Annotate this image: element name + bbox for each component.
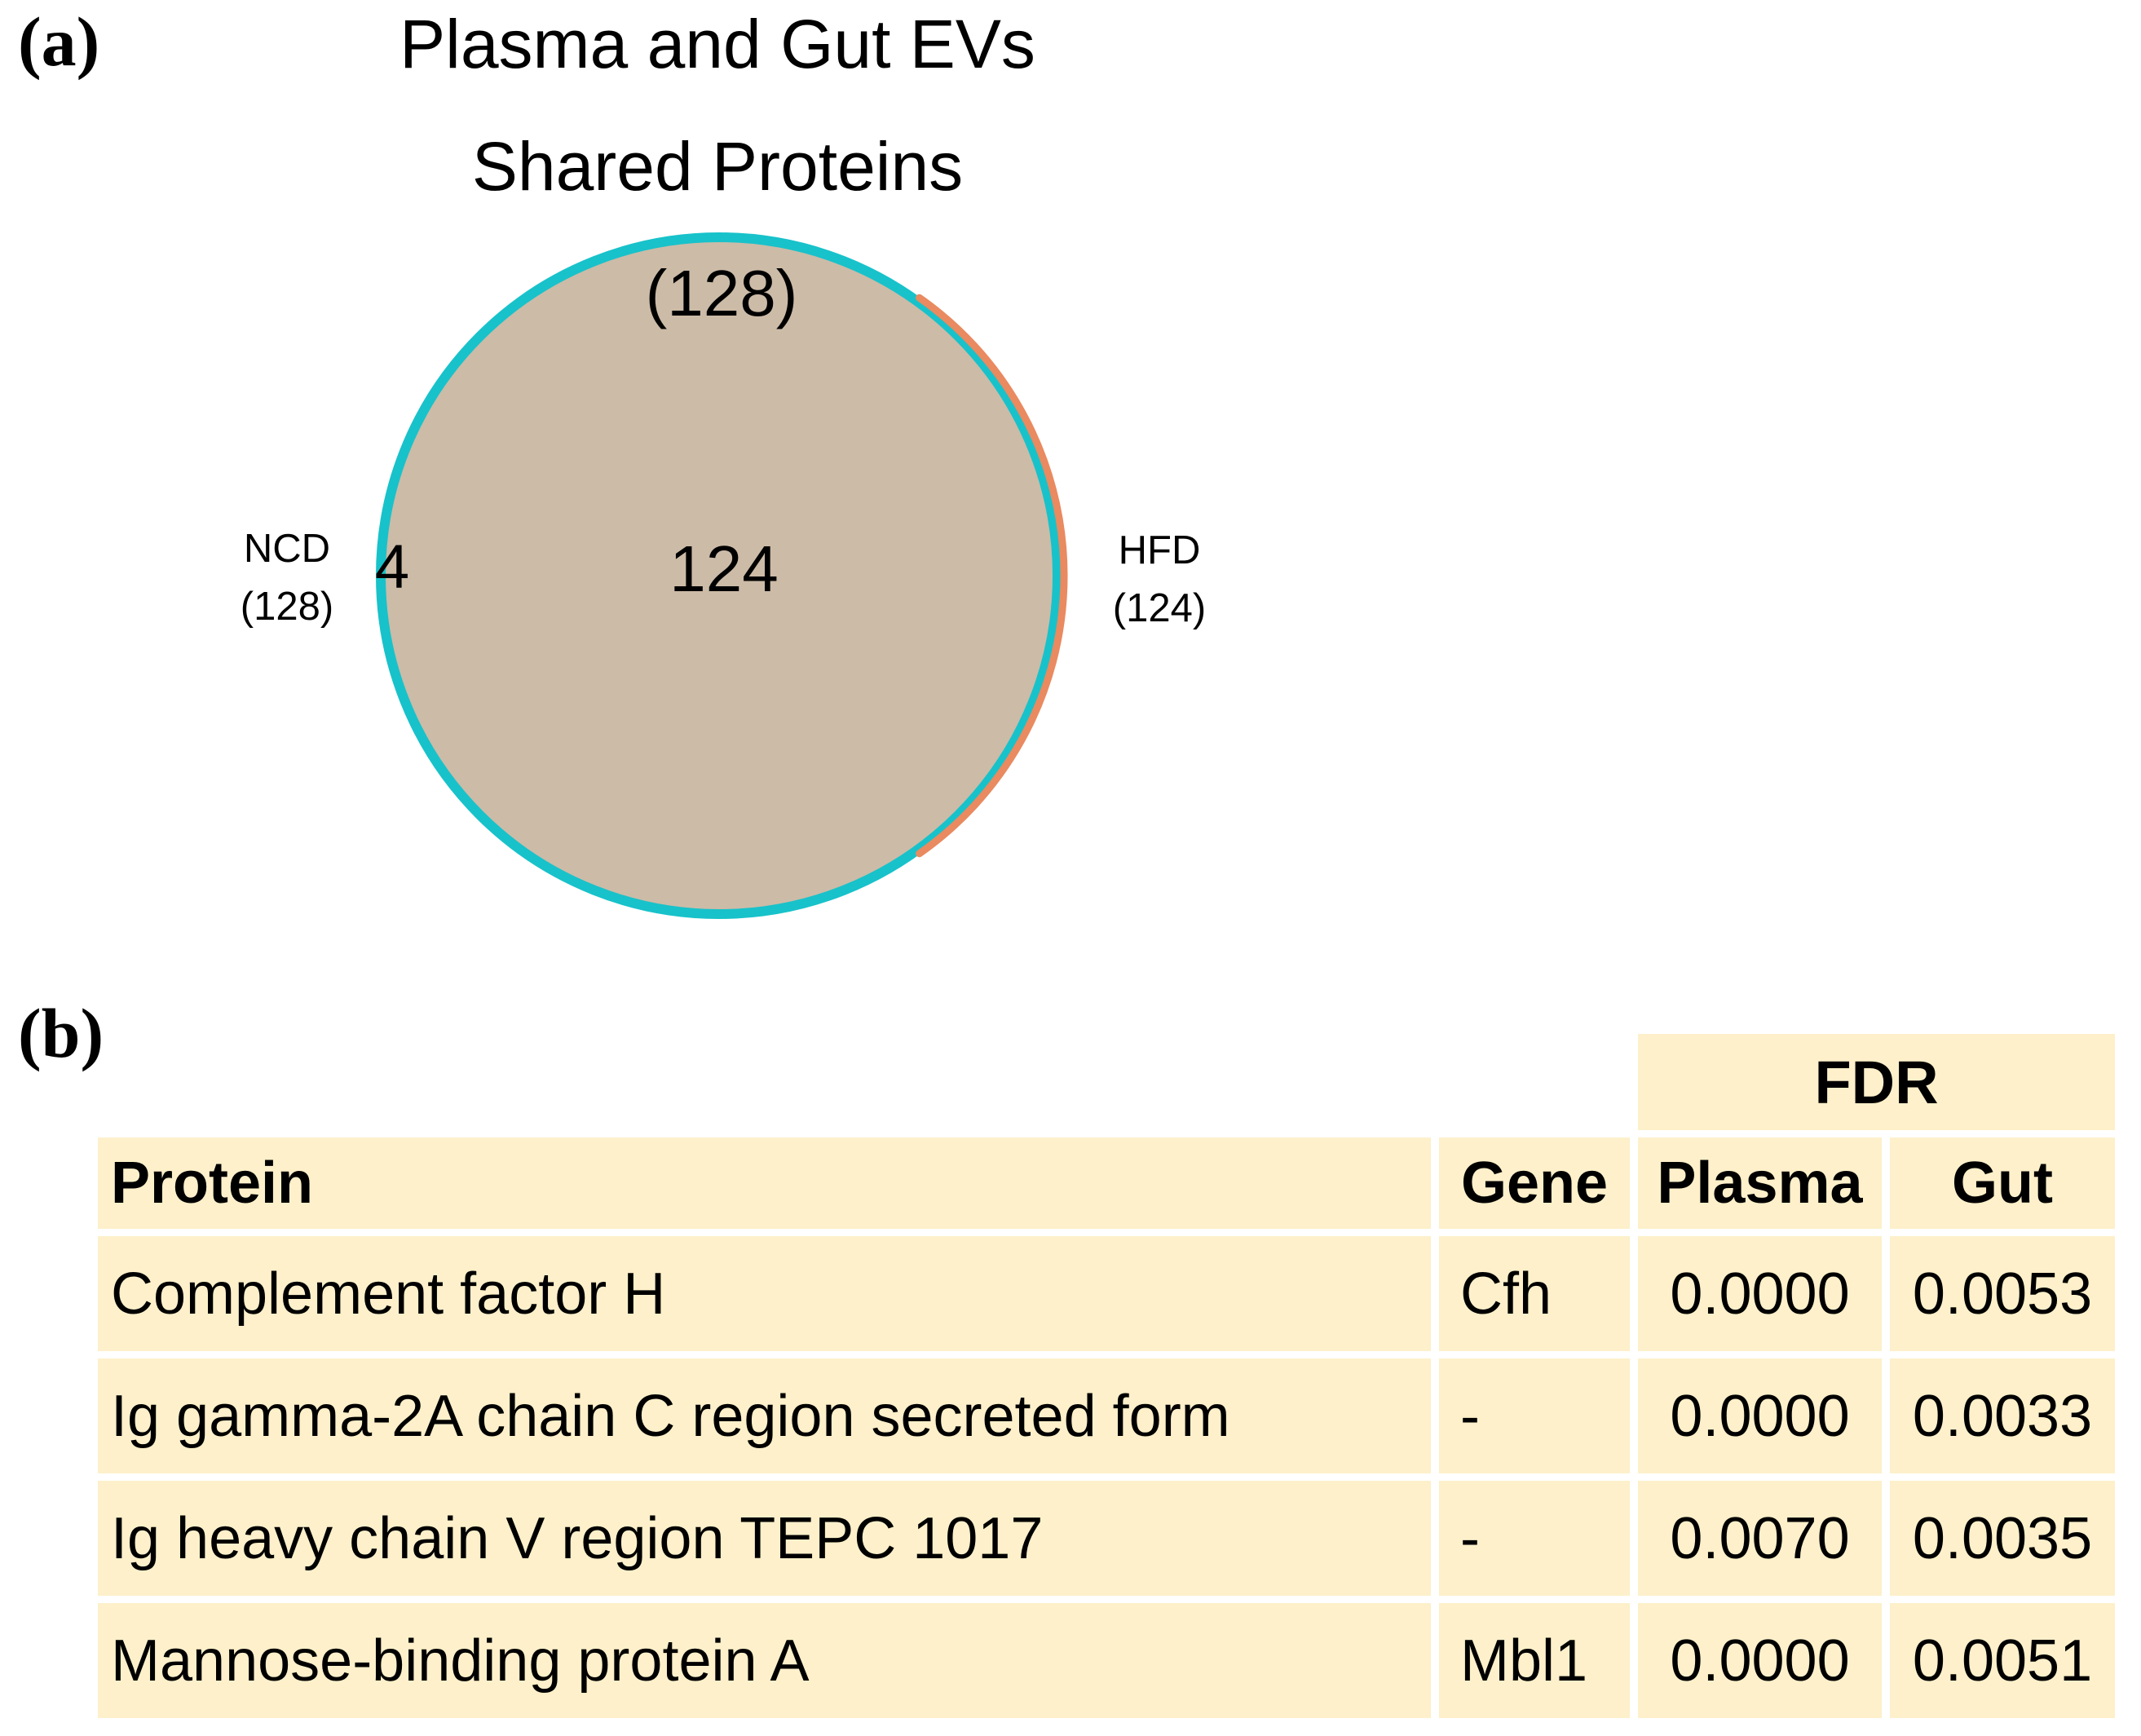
venn-intersection-value: 124 xyxy=(669,532,779,605)
ncd-set-name: NCD xyxy=(243,527,331,571)
ncd-circle xyxy=(376,232,1062,919)
table-row-protein: Complement factor H xyxy=(98,1236,1431,1351)
table-row-plasma-fdr: 0.0070 xyxy=(1638,1481,1882,1596)
hfd-set-label: HFD (124) xyxy=(1113,522,1206,638)
table-row-gut-fdr: 0.0033 xyxy=(1890,1358,2115,1473)
ncd-set-count: (128) xyxy=(240,585,334,629)
panel-a-label: (a) xyxy=(18,2,100,81)
table-row-protein: Ig gamma-2A chain C region secreted form xyxy=(98,1358,1431,1473)
table-row-protein: Mannose-binding protein A xyxy=(98,1603,1431,1718)
table-row-gene: - xyxy=(1439,1481,1630,1596)
table-row-gene: Mbl1 xyxy=(1439,1603,1630,1718)
table-row-plasma-fdr: 0.0000 xyxy=(1638,1236,1882,1351)
venn-shared-count: (128) xyxy=(645,257,798,329)
venn-title-line1: Plasma and Gut EVs xyxy=(400,6,1035,82)
table-row-gene: Cfh xyxy=(1439,1236,1630,1351)
table-row-gut-fdr: 0.0035 xyxy=(1890,1481,2115,1596)
col-header-gene: Gene xyxy=(1439,1137,1630,1229)
venn-diagram xyxy=(376,232,1068,919)
table-row-plasma-fdr: 0.0000 xyxy=(1638,1603,1882,1718)
col-header-plasma: Plasma xyxy=(1638,1137,1882,1229)
fdr-group-header: FDR xyxy=(1638,1034,2115,1130)
panel-b-label: (b) xyxy=(18,994,104,1072)
hfd-set-name: HFD xyxy=(1118,528,1201,572)
col-header-gut: Gut xyxy=(1890,1137,2115,1229)
hfd-circle-right-arc xyxy=(916,294,1068,858)
col-header-protein: Protein xyxy=(98,1137,1431,1229)
venn-title-line2: Shared Proteins xyxy=(471,128,964,205)
fdr-table: FDR Protein Gene Plasma Gut Complement f… xyxy=(98,1034,2115,1718)
table-row-plasma-fdr: 0.0000 xyxy=(1638,1358,1882,1473)
hfd-set-count: (124) xyxy=(1112,586,1207,631)
venn-ncd-only-value: 4 xyxy=(374,532,410,602)
table-row-gene: - xyxy=(1439,1358,1630,1473)
table-row-protein: Ig heavy chain V region TEPC 1017 xyxy=(98,1481,1431,1596)
ncd-set-label: NCD (128) xyxy=(241,520,333,636)
table-row-gut-fdr: 0.0053 xyxy=(1890,1236,2115,1351)
fdr-row-spacer xyxy=(98,1034,1630,1130)
table-row-gut-fdr: 0.0051 xyxy=(1890,1603,2115,1718)
